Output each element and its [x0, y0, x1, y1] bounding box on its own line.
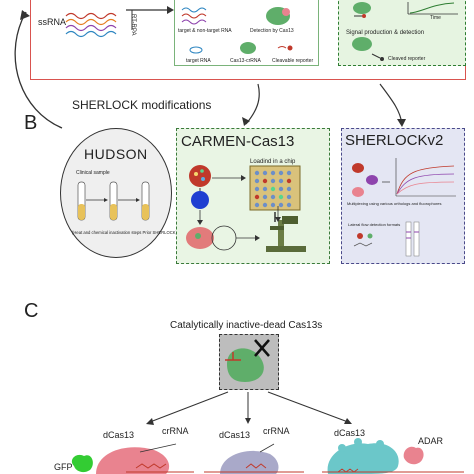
dcas13-adar-complex-icon [322, 438, 464, 474]
cleavable-reporter-label: Cleavable reporter [272, 58, 314, 64]
target-nontarget-label: target & non-target RNA [178, 28, 232, 34]
left-dcas13-label: dCas13 [103, 430, 135, 440]
sherlock2-illustration [352, 158, 456, 257]
ssrna-label: ssRNA [38, 17, 67, 27]
carmen-loading-label: Loadind in a chip [250, 159, 296, 165]
detection-label: Detection by Cas13 [250, 28, 294, 34]
hudson-title: HUDSON [84, 146, 148, 162]
sherlock2-title: SHERLOCKv2 [345, 132, 444, 149]
dcas13-mid-complex-icon [204, 443, 304, 474]
carmen-illustration [186, 165, 306, 252]
signal-illustration [352, 2, 458, 61]
hudson-steps-label: (Heat and chemical inactivation steps Pr… [72, 230, 177, 235]
adar-label: ADAR [418, 436, 444, 446]
signal-box [338, 0, 466, 66]
cleaved-reporter-label: Cleaved reporter [388, 56, 426, 62]
signal-label: Signal production & detection [346, 30, 425, 36]
rt-rpa-arrow [126, 6, 174, 30]
time-label: Time [430, 15, 441, 21]
panel-c-title: Catalytically inactive-dead Cas13s [170, 320, 323, 331]
panel-c-letter: C [24, 300, 39, 322]
dcas13-gfp-complex-icon [71, 443, 194, 474]
detection-box [174, 0, 319, 66]
target-rna-label: target RNA [186, 58, 211, 64]
panel-b-letter: B [24, 112, 38, 134]
right-dcas13-label: dCas13 [334, 428, 366, 438]
mid-crrna-label: crRNA [263, 426, 290, 436]
hudson-tubes-icon [77, 181, 150, 221]
left-crrna-label: crRNA [162, 426, 189, 436]
detection-illustration [181, 7, 293, 54]
sherlock2-multiplex-label: Multiplexing using various orthologs and… [347, 201, 442, 206]
hudson-clinical-label: Clinical sample [76, 170, 110, 176]
ssrna-strands-icon [65, 12, 117, 38]
panel-b-title: SHERLOCK modifications [72, 98, 212, 112]
mid-dcas13-label: dCas13 [219, 430, 251, 440]
gfp-label: GFP [54, 462, 73, 472]
carmen-title: CARMEN-Cas13 [181, 133, 295, 150]
sherlock2-lateral-label: Lateral flow detection formats [348, 222, 401, 227]
dead-cas13-icon [225, 339, 270, 382]
crrna-label: Cas13-crRNA [230, 58, 261, 64]
